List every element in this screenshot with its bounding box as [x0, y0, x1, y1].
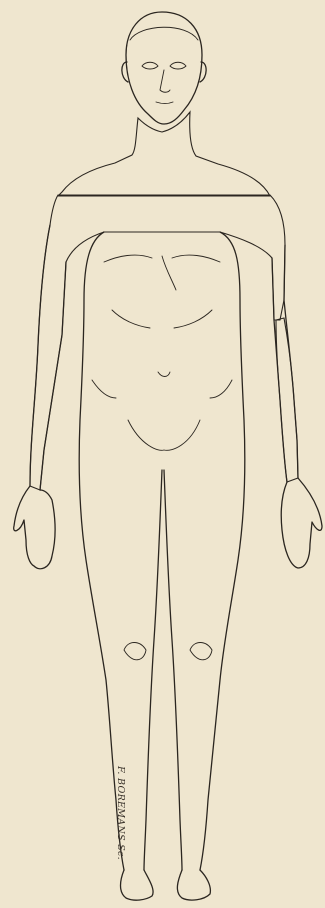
left-eye	[170, 62, 186, 69]
inner-leg-left	[164, 470, 182, 870]
ribcage-right	[112, 310, 150, 328]
inner-leg-right	[144, 470, 162, 870]
groin-line	[128, 420, 200, 450]
navel	[158, 372, 170, 377]
hip-right	[92, 380, 116, 398]
engraver-signature: F. BOREMANS Sc.	[115, 765, 126, 860]
mouth	[156, 102, 173, 104]
left-arm-outline	[284, 245, 298, 478]
right-eye	[142, 62, 158, 69]
hairline	[130, 27, 198, 40]
right-knee	[124, 643, 146, 660]
head-outline	[126, 12, 202, 124]
diagonal-hatch-zone	[30, 195, 285, 490]
chest-line-right	[104, 255, 152, 262]
left-hand	[281, 478, 322, 568]
torso-right-side	[200, 232, 245, 870]
hip-left	[210, 380, 232, 398]
right-hand	[14, 486, 55, 569]
nose	[160, 70, 170, 92]
left-knee	[190, 643, 212, 660]
sternum-line	[162, 256, 176, 290]
ribcage-left	[174, 310, 212, 328]
left-foot	[177, 870, 210, 900]
right-foot	[121, 870, 154, 900]
right-arm-outline	[30, 225, 50, 486]
chest-line-left	[172, 255, 220, 262]
stippled-forearm-zone	[276, 318, 298, 482]
right-arm-inner	[40, 262, 66, 490]
